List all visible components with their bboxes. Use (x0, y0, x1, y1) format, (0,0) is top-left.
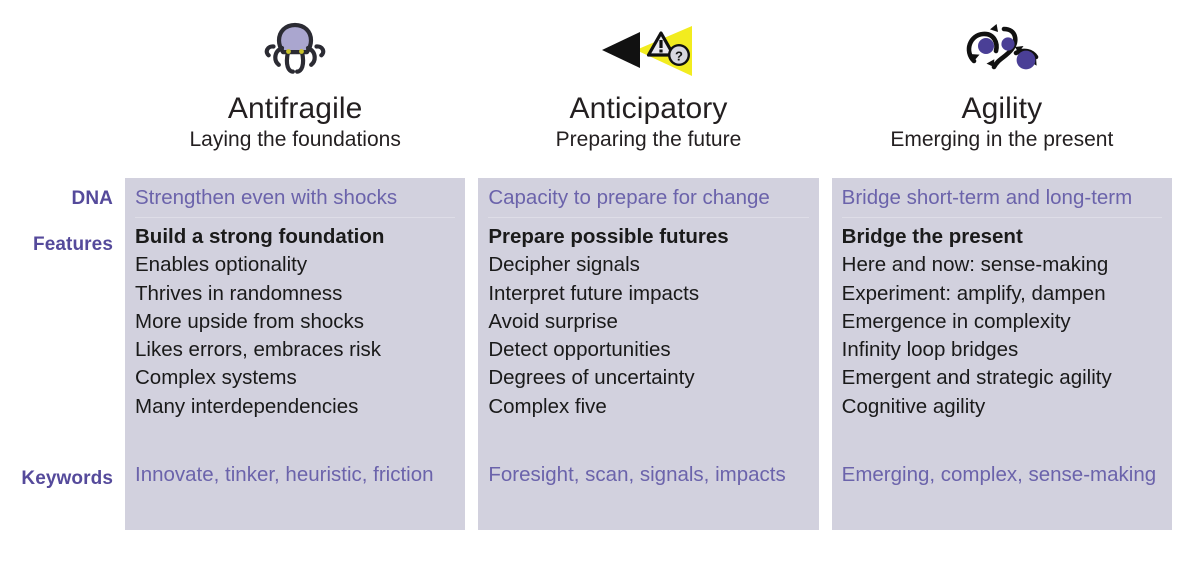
keywords-text: Innovate, tinker, heuristic, friction (135, 463, 434, 486)
feature-item: Emergence in complexity (841, 309, 1071, 333)
dna-text: Bridge short-term and long-term (841, 186, 1133, 209)
column-title: Agility (961, 92, 1043, 125)
column-subtitle: Emerging in the present (890, 127, 1114, 151)
panel-agility: Bridge short-term and long-term Bridge t… (831, 178, 1172, 530)
foresight-beam-icon: ? (596, 8, 700, 92)
row-divider (135, 217, 456, 218)
feature-item: Avoid surprise (488, 309, 618, 333)
panel-anticipatory: Capacity to prepare for change Prepare p… (478, 178, 819, 530)
feature-item: Here and now: sense-making (841, 253, 1109, 277)
column-title: Antifragile (227, 92, 363, 125)
panel-antifragile: Strengthen even with shocks Build a stro… (125, 178, 466, 530)
feature-item: Complex five (488, 394, 607, 418)
column-header-antifragile: Antifragile Laying the foundations (125, 8, 465, 173)
feature-item: Decipher signals (488, 253, 640, 277)
feature-item: Interpret future impacts (488, 281, 700, 305)
feature-item: Many interdependencies (135, 394, 359, 418)
feature-item: Infinity loop bridges (841, 338, 1019, 362)
column-panels: Strengthen even with shocks Build a stro… (125, 178, 1172, 530)
column-subtitle: Preparing the future (555, 127, 742, 151)
network-agility-icon (954, 8, 1050, 92)
feature-item: Build a strong foundation (135, 225, 385, 248)
feature-item: Thrives in randomness (135, 281, 343, 305)
feature-item: Cognitive agility (841, 394, 986, 418)
column-header-agility: Agility Emerging in the present (832, 8, 1172, 173)
keywords-text: Emerging, complex, sense-making (841, 463, 1157, 486)
keywords-text: Foresight, scan, signals, impacts (488, 463, 786, 486)
feature-item: Prepare possible futures (488, 225, 729, 248)
column-header-anticipatory: ? Anticipatory Preparing the future (478, 8, 818, 173)
feature-item: Enables optionality (135, 253, 308, 277)
row-divider (841, 217, 1162, 218)
column-subtitle: Laying the foundations (189, 127, 401, 151)
row-divider (488, 217, 809, 218)
feature-item: Experiment: amplify, dampen (841, 281, 1106, 305)
feature-item: More upside from shocks (135, 309, 365, 333)
column-headers: Antifragile Laying the foundations (125, 8, 1172, 173)
column-title: Anticipatory (569, 92, 728, 125)
octopus-icon (258, 8, 332, 92)
feature-item: Detect opportunities (488, 338, 671, 362)
svg-text:?: ? (676, 48, 684, 63)
feature-item: Bridge the present (841, 225, 1023, 248)
feature-item: Emergent and strategic agility (841, 366, 1112, 390)
dna-text: Strengthen even with shocks (135, 186, 398, 209)
feature-item: Degrees of uncertainty (488, 366, 695, 390)
row-label-keywords: Keywords (21, 468, 113, 489)
feature-item: Complex systems (135, 366, 297, 390)
feature-item: Likes errors, embraces risk (135, 338, 382, 362)
row-label-dna: DNA (71, 188, 113, 209)
dna-text: Capacity to prepare for change (488, 186, 770, 209)
row-label-features: Features (32, 234, 113, 255)
